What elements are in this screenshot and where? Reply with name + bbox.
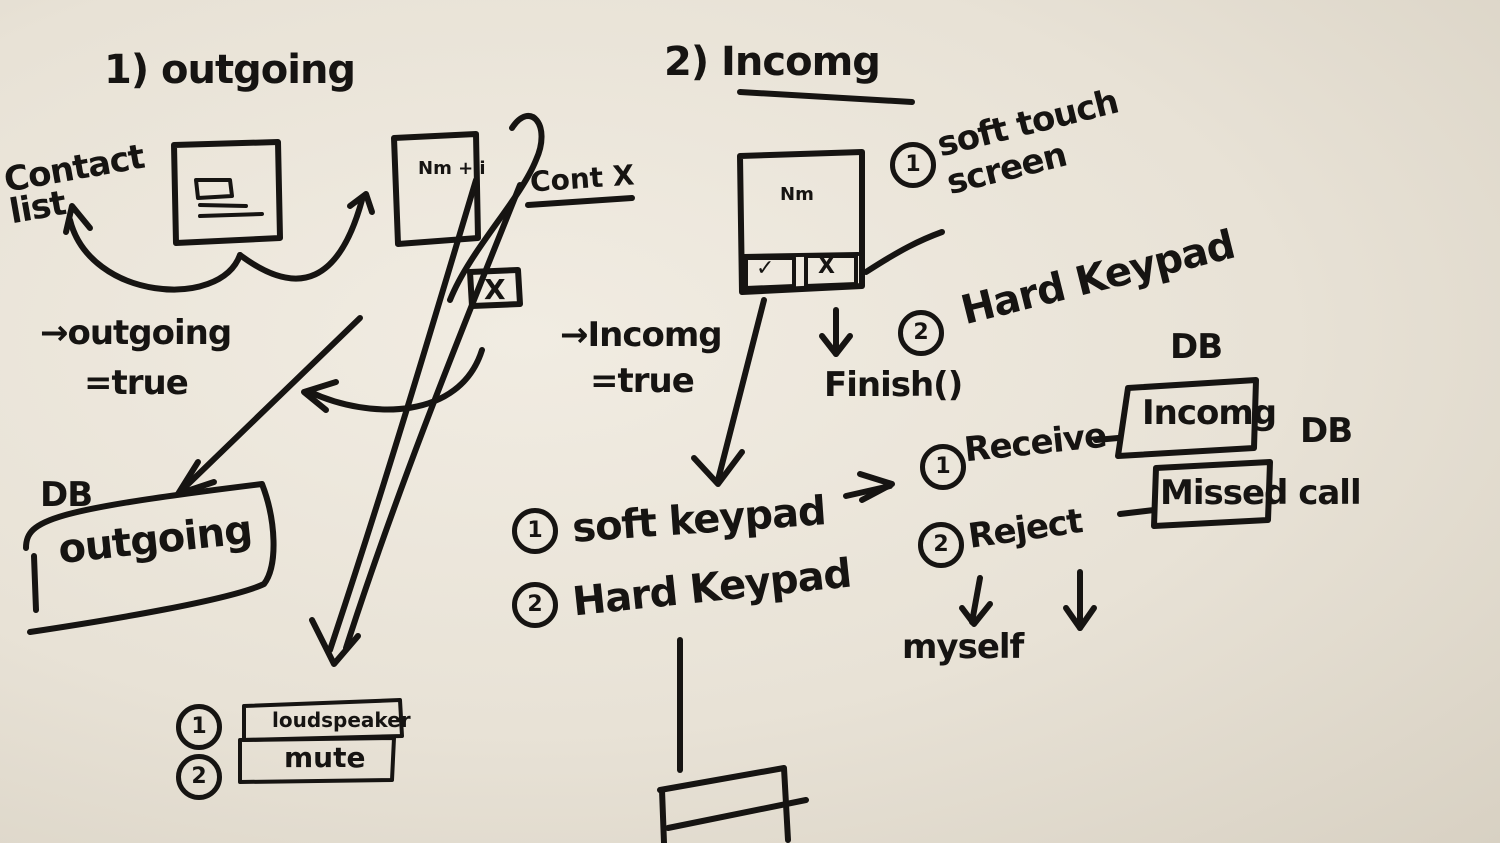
outgoing-phone-screen: Nm + i — [418, 158, 486, 179]
incoming-db-label: DB — [1170, 327, 1223, 367]
finish-label: Finish() — [824, 365, 963, 405]
reject-button: X — [818, 254, 835, 279]
option-loudspeaker: loudspeaker — [272, 708, 411, 732]
keypad-number: 1 — [512, 508, 558, 554]
option-mute: mute — [284, 741, 366, 774]
outgoing-db-label: DB — [40, 475, 93, 515]
input-number: 2 — [898, 310, 944, 356]
incoming-phone-screen: Nm — [780, 184, 814, 205]
missed-call-db-label: DB — [1300, 411, 1353, 451]
option-number: 1 — [176, 704, 222, 750]
incoming-flag-line1: →Incomg — [560, 315, 723, 355]
action-number: 1 — [920, 444, 966, 490]
action-number: 2 — [918, 522, 964, 568]
myself-label: myself — [902, 627, 1024, 667]
outgoing-heading: 1) outgoing — [104, 47, 356, 93]
option-number: 2 — [176, 754, 222, 800]
cancel-label: Cont X — [528, 158, 636, 199]
outgoing-flag-line1: →outgoing — [40, 313, 232, 353]
missed-call-db-box: Missed call — [1160, 473, 1362, 513]
accept-button: ✓ — [756, 256, 775, 281]
input-number: 1 — [890, 142, 936, 188]
incoming-db-box: Incomg — [1142, 393, 1277, 433]
incoming-flag-line2: =true — [590, 361, 695, 401]
keypad-number: 2 — [512, 582, 558, 628]
incoming-heading: 2) Incomg — [664, 39, 881, 85]
outgoing-flag-line2: =true — [84, 363, 189, 403]
cancel-button: X — [484, 273, 506, 306]
